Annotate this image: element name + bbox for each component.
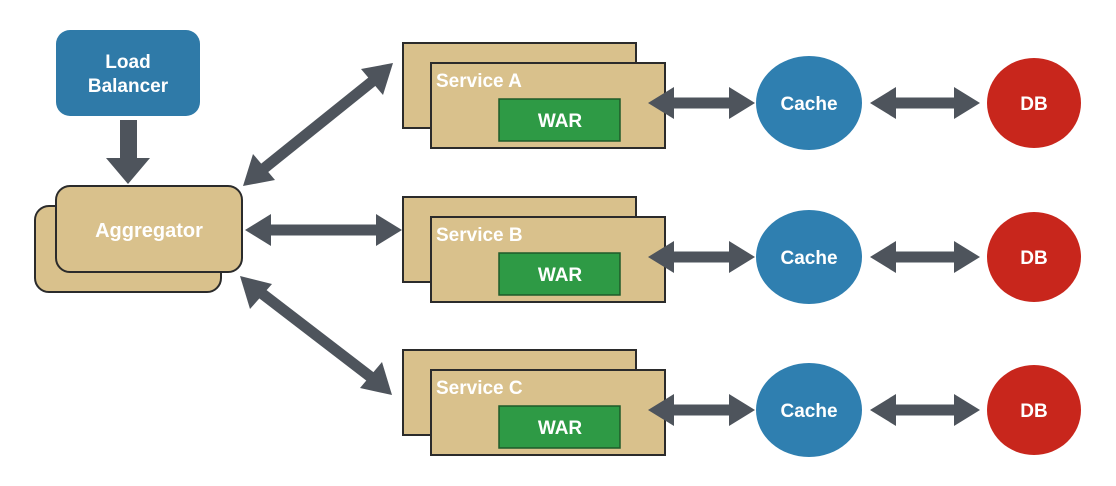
war-c-box <box>498 405 621 449</box>
service-b-label: Service B <box>436 225 523 246</box>
service-b-node: Service B WAR <box>402 196 666 303</box>
war-c-label: WAR <box>538 418 583 439</box>
cache-c-node: Cache <box>756 363 862 457</box>
arrow-aggregator-service-b <box>245 214 402 246</box>
load-balancer-node: Load Balancer <box>56 30 200 116</box>
arrow-aggregator-service-a <box>243 63 393 186</box>
arrow-service-c-cache <box>648 394 755 426</box>
war-a-label: WAR <box>538 111 583 132</box>
db-a-node: DB <box>987 58 1081 148</box>
cache-c-circle <box>756 363 862 457</box>
load-balancer-label-line2: Balancer <box>88 76 169 97</box>
arrow-service-b-cache <box>648 241 755 273</box>
war-b-box <box>498 252 621 296</box>
cache-a-circle <box>756 56 862 150</box>
service-a-node: Service A WAR <box>402 42 666 149</box>
db-c-node: DB <box>987 365 1081 455</box>
aggregator-front-box <box>55 185 243 273</box>
db-c-circle <box>987 365 1081 455</box>
aggregator-label: Aggregator <box>95 220 203 242</box>
db-a-circle <box>987 58 1081 148</box>
arrow-cache-c-db <box>870 394 980 426</box>
db-b-label: DB <box>1020 248 1047 269</box>
service-c-node: Service C WAR <box>402 349 666 456</box>
arrow-service-a-cache <box>648 87 755 119</box>
service-row-a: Service A WAR Cache DB <box>402 42 1081 150</box>
db-c-label: DB <box>1020 401 1047 422</box>
arrow-aggregator-service-c <box>240 276 392 395</box>
db-b-node: DB <box>987 212 1081 302</box>
db-a-label: DB <box>1020 94 1047 115</box>
cache-c-label: Cache <box>780 401 837 422</box>
arrow-cache-a-db <box>870 87 980 119</box>
war-a-box <box>498 98 621 142</box>
load-balancer-label-line1: Load <box>105 52 150 73</box>
war-b-label: WAR <box>538 265 583 286</box>
cache-b-node: Cache <box>756 210 862 304</box>
service-a-label: Service A <box>436 71 522 92</box>
aggregator-node: Aggregator <box>34 185 243 293</box>
cache-a-label: Cache <box>780 94 837 115</box>
service-row-b: Service B WAR Cache DB <box>402 196 1081 304</box>
cache-b-label: Cache <box>780 248 837 269</box>
cache-a-node: Cache <box>756 56 862 150</box>
service-c-label: Service C <box>436 378 523 399</box>
cache-b-circle <box>756 210 862 304</box>
arrow-lb-to-aggregator <box>106 120 150 184</box>
load-balancer-box <box>56 30 200 116</box>
db-b-circle <box>987 212 1081 302</box>
arrow-cache-b-db <box>870 241 980 273</box>
service-row-c: Service C WAR Cache DB <box>402 349 1081 457</box>
